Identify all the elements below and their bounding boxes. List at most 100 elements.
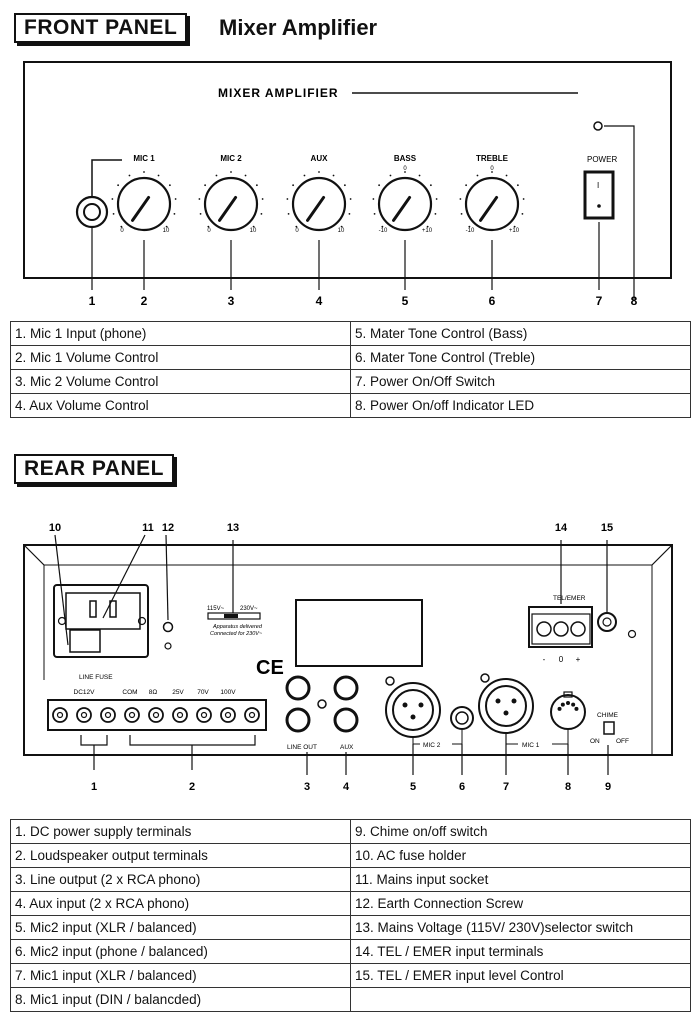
knob-min-label: 0 (295, 228, 299, 234)
mains-input-socket (65, 592, 141, 630)
knob-tick (434, 212, 437, 215)
rear-callout-12: 12 (162, 522, 174, 534)
knob-tick (340, 225, 343, 228)
knob-pointer (131, 195, 151, 222)
front-legend-item: 2. Mic 1 Volume Control (10, 345, 351, 370)
rear-callout-10: 10 (49, 522, 61, 534)
knob-tick (429, 184, 432, 187)
mic2-xlr-pin-1 (402, 702, 408, 708)
knob-tick (459, 198, 462, 200)
rear-callout-2: 2 (189, 781, 195, 793)
rear-legend-item: 10. AC fuse holder (350, 843, 691, 868)
tel-emer-signs: -0+ (543, 655, 581, 664)
front-callout-3: 3 (228, 294, 235, 308)
knob-max-label: +10 (422, 228, 433, 234)
mic2-xlr-inner (392, 689, 434, 731)
tel-terminal-zero (553, 621, 569, 637)
terminal-screw (52, 707, 68, 723)
terminal-screw-head (176, 711, 184, 719)
mic2-xlr-pin-3 (410, 714, 416, 720)
terminal-screw-head (104, 711, 112, 719)
callout-line-10 (54, 534, 69, 646)
knob-tick (207, 225, 210, 228)
terminal-screw-head (248, 711, 256, 719)
front-callout-8: 8 (631, 294, 638, 308)
knob-tick (349, 198, 352, 200)
power-led (593, 121, 603, 131)
terminal-screw (244, 707, 260, 723)
fuse-drawer (69, 629, 101, 653)
terminal-screw (172, 707, 188, 723)
front-callout-7: 7 (596, 294, 603, 308)
knob-tick (491, 171, 493, 173)
speaker-bracket (129, 735, 256, 746)
knob-1 (203, 176, 259, 232)
din-pin (566, 701, 570, 705)
rear-callout-4: 4 (343, 781, 350, 793)
rear-callout-9: 9 (605, 781, 611, 793)
knob-tick (343, 184, 346, 187)
knob-tick (174, 198, 177, 200)
knob-min-label: 0 (207, 228, 211, 234)
mic2-phone-jack (450, 706, 474, 730)
terminal-label-5: 100V (220, 689, 236, 696)
rear-callout-3: 3 (304, 781, 310, 793)
chime-on-label: ON (590, 738, 600, 745)
voltage-note-1: Apparatus delivered (212, 624, 263, 630)
mic1-din-pins (557, 701, 579, 711)
knob-tick (476, 174, 479, 177)
knob-tick (418, 174, 421, 177)
socket-pin-right (109, 600, 117, 618)
terminal-screw-head (80, 711, 88, 719)
tel-terminal-plus (570, 621, 586, 637)
mic1-xlr-pin-1 (495, 698, 501, 704)
terminal-screw (220, 707, 236, 723)
front-callout-4: 4 (316, 294, 323, 308)
chime-switch (603, 721, 615, 735)
terminal-screw (196, 707, 212, 723)
knob-tick (348, 212, 351, 215)
line-out-rca-top (285, 675, 311, 701)
mic1-label: MIC 1 (522, 742, 540, 749)
knob-tick (198, 198, 201, 200)
knob-tick (318, 171, 320, 173)
mic2-bracket-right (452, 730, 463, 745)
front-callout-6: 6 (489, 294, 496, 308)
knob-tick (252, 225, 255, 228)
rear-corner-tr (651, 544, 673, 566)
line-out-rca-bottom (285, 707, 311, 733)
terminal-screw-head (224, 711, 232, 719)
mic2-bracket-left (412, 737, 420, 745)
front-callout-5: 5 (402, 294, 409, 308)
mic1-phone-jack (75, 195, 109, 229)
rear-legend-item: 6. Mic2 input (phone / balanced) (10, 939, 351, 964)
din-pin (557, 706, 562, 711)
knob-tick (157, 174, 160, 177)
aux-label: AUX (340, 744, 354, 751)
front-legend-item: 1. Mic 1 Input (phone) (10, 321, 351, 346)
power-switch-off-mark (597, 204, 601, 208)
rear-legend-item (350, 987, 691, 1012)
rear-legend-item: 13. Mains Voltage (115V/ 230V)selector s… (350, 915, 691, 940)
front-legend-item: 8. Power On/off Indicator LED (350, 393, 691, 418)
terminal-screw (100, 707, 116, 723)
knob-min-label: -10 (379, 228, 388, 234)
rear-legend-row: 8. Mic1 input (DIN / balancded) (10, 987, 691, 1012)
ac-fuse-holder (53, 584, 149, 658)
din-pin (571, 702, 576, 707)
terminal-label-2: 8Ω (149, 689, 158, 696)
tel-emer-label: TEL/EMER (553, 595, 586, 602)
knob-3 (377, 176, 433, 232)
knob-label-1: MIC 2 (220, 154, 242, 163)
mic1-din-key (563, 691, 573, 698)
rear-legend-row: 3. Line output (2 x RCA phono)11. Mains … (10, 867, 691, 892)
knob-tick (255, 184, 258, 187)
mic1-xlr-inner (485, 685, 527, 727)
voltage-note-2: Connected for 230V~ (210, 631, 263, 637)
